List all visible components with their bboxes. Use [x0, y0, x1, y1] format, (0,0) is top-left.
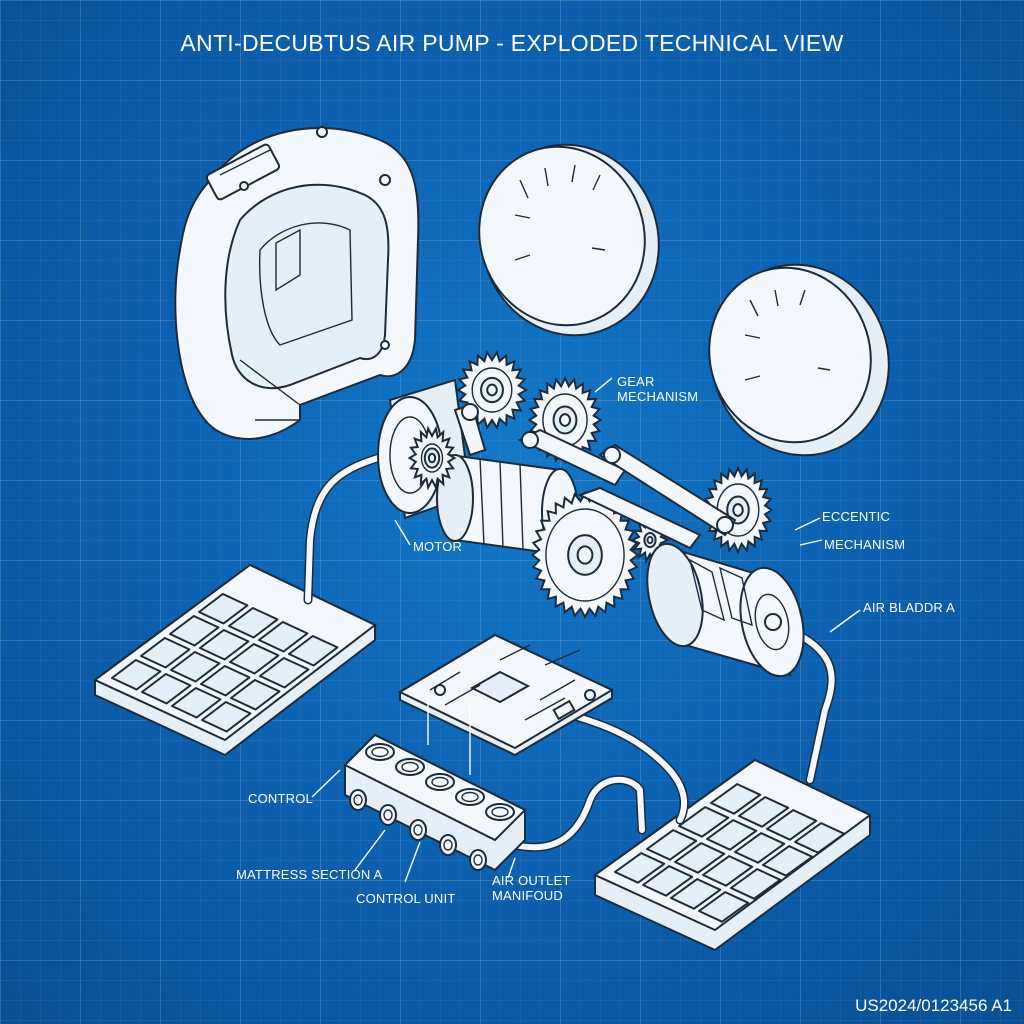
gear-rim — [471, 367, 513, 413]
gear-axle — [559, 413, 571, 427]
manifold-port-bore — [461, 791, 479, 803]
manifold-port-front — [469, 849, 487, 871]
manifold-port-bore — [431, 776, 449, 788]
air-cell — [141, 673, 192, 705]
air-cell — [228, 607, 279, 639]
air-cell — [706, 819, 758, 851]
manifold-port-bore — [401, 761, 419, 773]
air-cell — [288, 635, 339, 667]
gear-axle — [646, 535, 654, 545]
label-air-outlet-line1: AIR OUTLET — [492, 873, 571, 888]
eccentric-mechanism — [453, 403, 737, 550]
housing-shell — [174, 126, 420, 440]
gear-axle — [427, 452, 437, 464]
manifold-port-top — [425, 773, 455, 791]
air-cell — [762, 845, 814, 877]
air-cell — [794, 822, 846, 854]
label-control: CONTROL — [248, 791, 313, 806]
air-cell — [170, 651, 221, 683]
cover-disc-right — [708, 263, 890, 457]
air-cell — [199, 629, 250, 661]
label-motor: MOTOR — [413, 539, 463, 554]
manifold-port-front — [379, 804, 397, 826]
manifold-port-front-bore — [353, 794, 363, 806]
air-cell — [201, 701, 252, 733]
air-cell — [702, 855, 754, 887]
air-cell — [670, 878, 722, 910]
gear-axle — [732, 503, 744, 517]
air-cell — [169, 615, 220, 647]
manifold-port-front-bore — [443, 839, 453, 851]
gear-axle — [486, 383, 498, 397]
label-air-bladder: AIR BLADDR A — [863, 600, 955, 615]
air-cell — [171, 687, 222, 719]
manifold-port-bore — [491, 806, 509, 818]
air-cell — [200, 665, 251, 697]
manifold-port-front-bore — [383, 809, 393, 821]
cover-disc-top — [478, 143, 660, 337]
manifold-port-front — [439, 834, 457, 856]
air-cell — [738, 796, 790, 828]
air-cell — [698, 891, 750, 923]
air-cell — [674, 842, 726, 874]
manifold-port-top — [365, 743, 395, 761]
air-cell — [766, 809, 818, 841]
gear-axle — [576, 545, 594, 565]
air-cell — [710, 783, 762, 815]
air-outlet-manifold — [343, 733, 527, 872]
manifold-port-front — [409, 819, 427, 841]
air-cell — [259, 657, 310, 689]
label-eccentric-line2: MECHANISM — [824, 537, 906, 552]
drawing-title: ANTI-DECUBTUS AIR PUMP - EXPLODED TECHNI… — [180, 30, 844, 56]
label-control-unit: CONTROL UNIT — [356, 891, 456, 906]
gear-left-small — [407, 425, 457, 491]
manifold-port-top — [485, 803, 515, 821]
label-mattress-section: MATTRESS SECTION A — [236, 867, 383, 882]
label-eccentric-line1: ECCENTIC — [822, 509, 891, 524]
air-cell — [646, 829, 698, 861]
air-cell — [734, 832, 786, 864]
label-air-outlet-line2: MANIFOUD — [492, 888, 563, 903]
manifold-port-front — [349, 789, 367, 811]
air-cell — [111, 659, 162, 691]
air-cell — [678, 806, 730, 838]
manifold-port-front-bore — [473, 854, 483, 866]
air-cell — [140, 637, 191, 669]
air-cell — [642, 865, 694, 897]
gear-rim — [420, 443, 444, 473]
air-cell — [198, 593, 249, 625]
air-bladder-cylinder — [646, 542, 805, 678]
air-cell — [230, 679, 281, 711]
control-pcb — [397, 633, 615, 757]
gear-mechanism — [407, 350, 774, 620]
manifold-port-front-bore — [413, 824, 423, 836]
manifold-port-top — [455, 788, 485, 806]
patent-number: US2024/0123456 A1 — [855, 996, 1012, 1015]
air-cell — [614, 852, 666, 884]
mattress-section-left — [93, 563, 377, 757]
mattress-section-right — [593, 758, 872, 952]
label-gear-mechanism-line2: MECHANISM — [617, 389, 699, 404]
air-cell — [730, 868, 782, 900]
manifold-port-top — [395, 758, 425, 776]
gear-rim — [545, 508, 625, 602]
manifold-port-bore — [371, 746, 389, 758]
air-cell — [258, 621, 309, 653]
air-cell — [229, 643, 280, 675]
label-gear-mechanism-line1: GEAR — [617, 374, 655, 389]
leader-lines — [311, 377, 861, 883]
